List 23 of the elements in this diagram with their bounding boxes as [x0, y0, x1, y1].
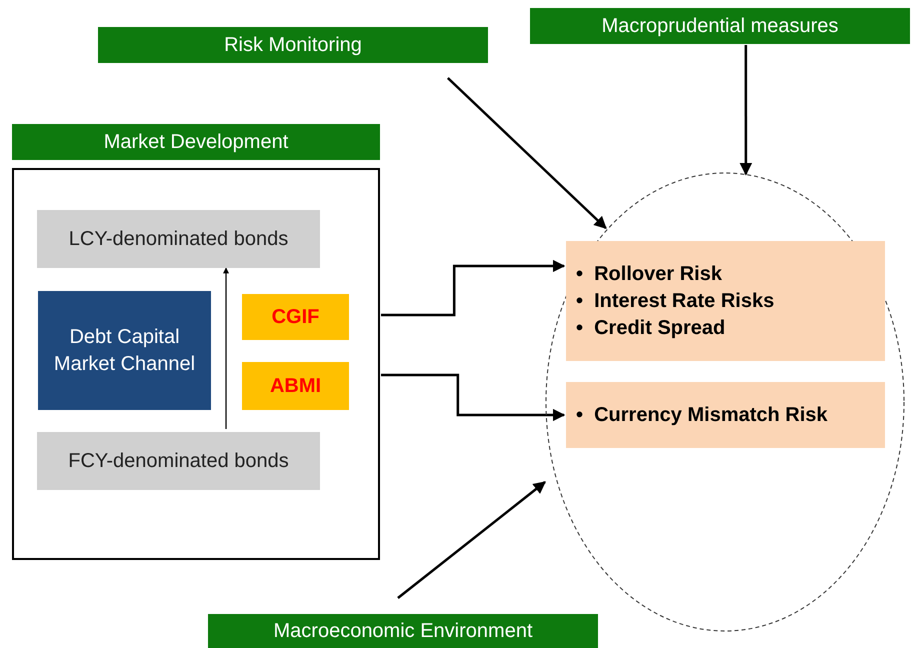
risk-box	[566, 382, 885, 448]
heading-band: Macroeconomic Environment	[208, 614, 598, 648]
risk-box	[566, 241, 885, 361]
channel-box: Debt Capital Market Channel	[38, 291, 211, 410]
bond-box: FCY-denominated bonds	[37, 432, 320, 490]
arrow	[446, 77, 607, 230]
arrow	[381, 374, 566, 422]
heading-band: Risk Monitoring	[98, 27, 488, 63]
bullet-item: • Rollover Risk	[576, 262, 723, 286]
bullet-item: • Interest Rate Risks	[576, 288, 774, 314]
group-frame	[12, 168, 380, 560]
arrow	[381, 260, 566, 316]
bullet-item: • Credit Spread	[576, 316, 726, 340]
arrow	[223, 267, 230, 429]
bullet-item: • Currency Mismatch Risk	[576, 402, 828, 428]
heading-band: Macroprudential measures	[530, 8, 910, 44]
initiative-box: ABMI	[242, 362, 349, 410]
dashed-ellipse	[545, 172, 905, 632]
arrow	[740, 45, 752, 176]
initiative-box: CGIF	[242, 294, 349, 340]
bond-box: LCY-denominated bonds	[37, 210, 320, 268]
arrow	[397, 481, 546, 599]
heading-band: Market Development	[12, 124, 380, 160]
